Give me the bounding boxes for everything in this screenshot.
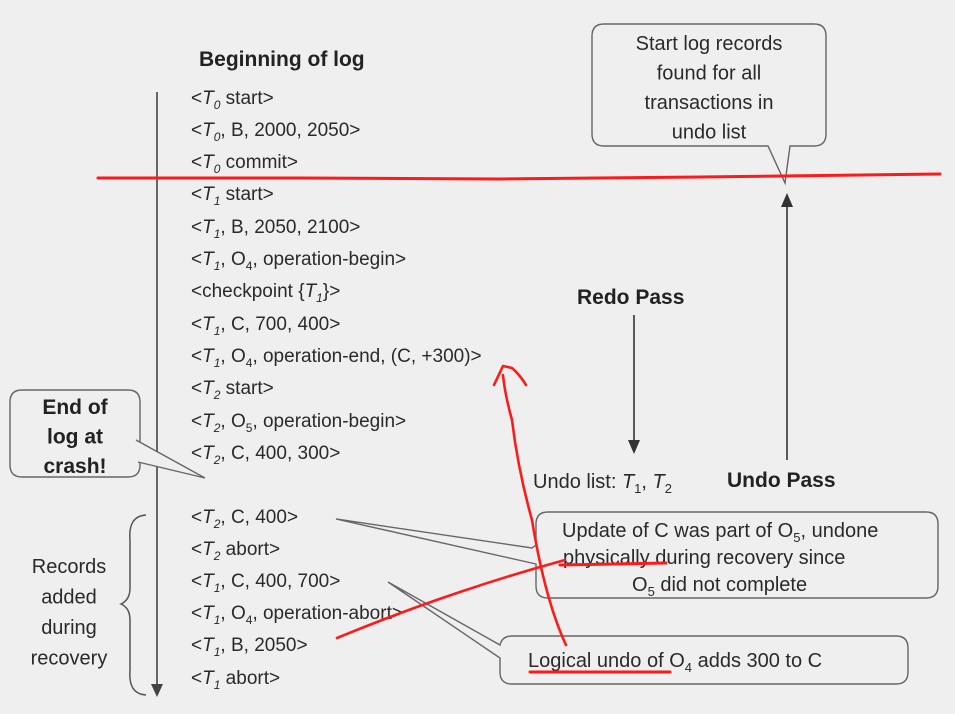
start-records-callout-bubble	[591, 23, 827, 186]
log-record: <T1 start>	[191, 184, 274, 208]
redo-pass-arrowhead	[628, 440, 640, 454]
update-c-line2: physically during recovery since	[563, 547, 845, 569]
log-record: <T0, B, 2000, 2050>	[191, 120, 360, 144]
red-line-b-2050	[335, 558, 567, 640]
records-added-text-line: Records	[32, 556, 106, 578]
log-record: <T2, O5, operation-begin>	[191, 411, 406, 435]
records-added-text-line: during	[41, 617, 97, 639]
log-record: <T2, C, 400>	[191, 507, 298, 531]
logical-undo-text: Logical undo of O4 adds 300 to C	[528, 650, 822, 675]
log-record: <T1, B, 2050, 2100>	[191, 217, 360, 241]
log-record: <T0 commit>	[191, 152, 298, 176]
timeline-arrowhead	[151, 684, 163, 697]
start-records-text-line: undo list	[672, 122, 747, 144]
log-record: <T1, O4, operation-end, (C, +300)>	[191, 346, 482, 370]
update-c-line3: O5 did not complete	[632, 574, 807, 599]
log-record: <T1, C, 400, 700>	[191, 571, 340, 595]
records-added-label: Records added during recovery	[31, 556, 108, 670]
log-record: <T2 abort>	[191, 539, 280, 563]
log-record: <T1 abort>	[191, 668, 280, 692]
records-added-text-line: recovery	[31, 648, 108, 670]
log-record: <T0 start>	[191, 88, 274, 112]
red-separator-line	[96, 172, 942, 181]
log-records: <T0 start> <T0, B, 2000, 2050> <T0 commit>…	[191, 88, 482, 692]
start-records-text-line: Start log records	[636, 33, 783, 55]
log-record: <checkpoint {T1}>	[191, 281, 340, 305]
end-of-log-callout-pointer	[135, 439, 206, 479]
undo-list: Undo list: T1, T2	[533, 471, 672, 496]
recovery-records-brace	[119, 514, 147, 696]
start-records-callout-text: Start log records found for all transactio…	[636, 33, 783, 144]
redo-pass-label: Redo Pass	[577, 286, 684, 309]
log-record: <T1, C, 700, 400>	[191, 314, 340, 338]
red-annotations	[96, 172, 942, 674]
end-of-log-callout-bubble	[9, 389, 141, 478]
end-of-log-text-line: crash!	[43, 455, 106, 478]
logical-undo-callout-bubble	[387, 581, 909, 685]
undo-pass-label: Undo Pass	[727, 469, 836, 492]
log-record: <T1, B, 2050>	[191, 635, 308, 659]
log-record: <T2, C, 400, 300>	[191, 443, 340, 467]
undo-pass-arrowhead	[781, 193, 793, 207]
update-c-line1: Update of C was part of O5, undone	[562, 520, 878, 545]
log-record: <T1, O4, operation-abort>	[191, 603, 403, 627]
records-added-text-line: added	[41, 587, 97, 609]
end-of-log-text-line: log at	[47, 426, 103, 449]
log-record: <T2 start>	[191, 378, 274, 402]
start-records-text-line: found for all	[657, 63, 762, 85]
log-record: <T1, O4, operation-begin>	[191, 249, 406, 273]
log-title: Beginning of log	[199, 48, 365, 71]
end-of-log-callout-text: End of log at crash!	[42, 396, 108, 478]
red-underline-physically	[558, 561, 668, 567]
end-of-log-text-line: End of	[42, 396, 108, 419]
start-records-text-line: transactions in	[645, 92, 774, 114]
red-arrow-to-operation-end	[492, 364, 568, 647]
